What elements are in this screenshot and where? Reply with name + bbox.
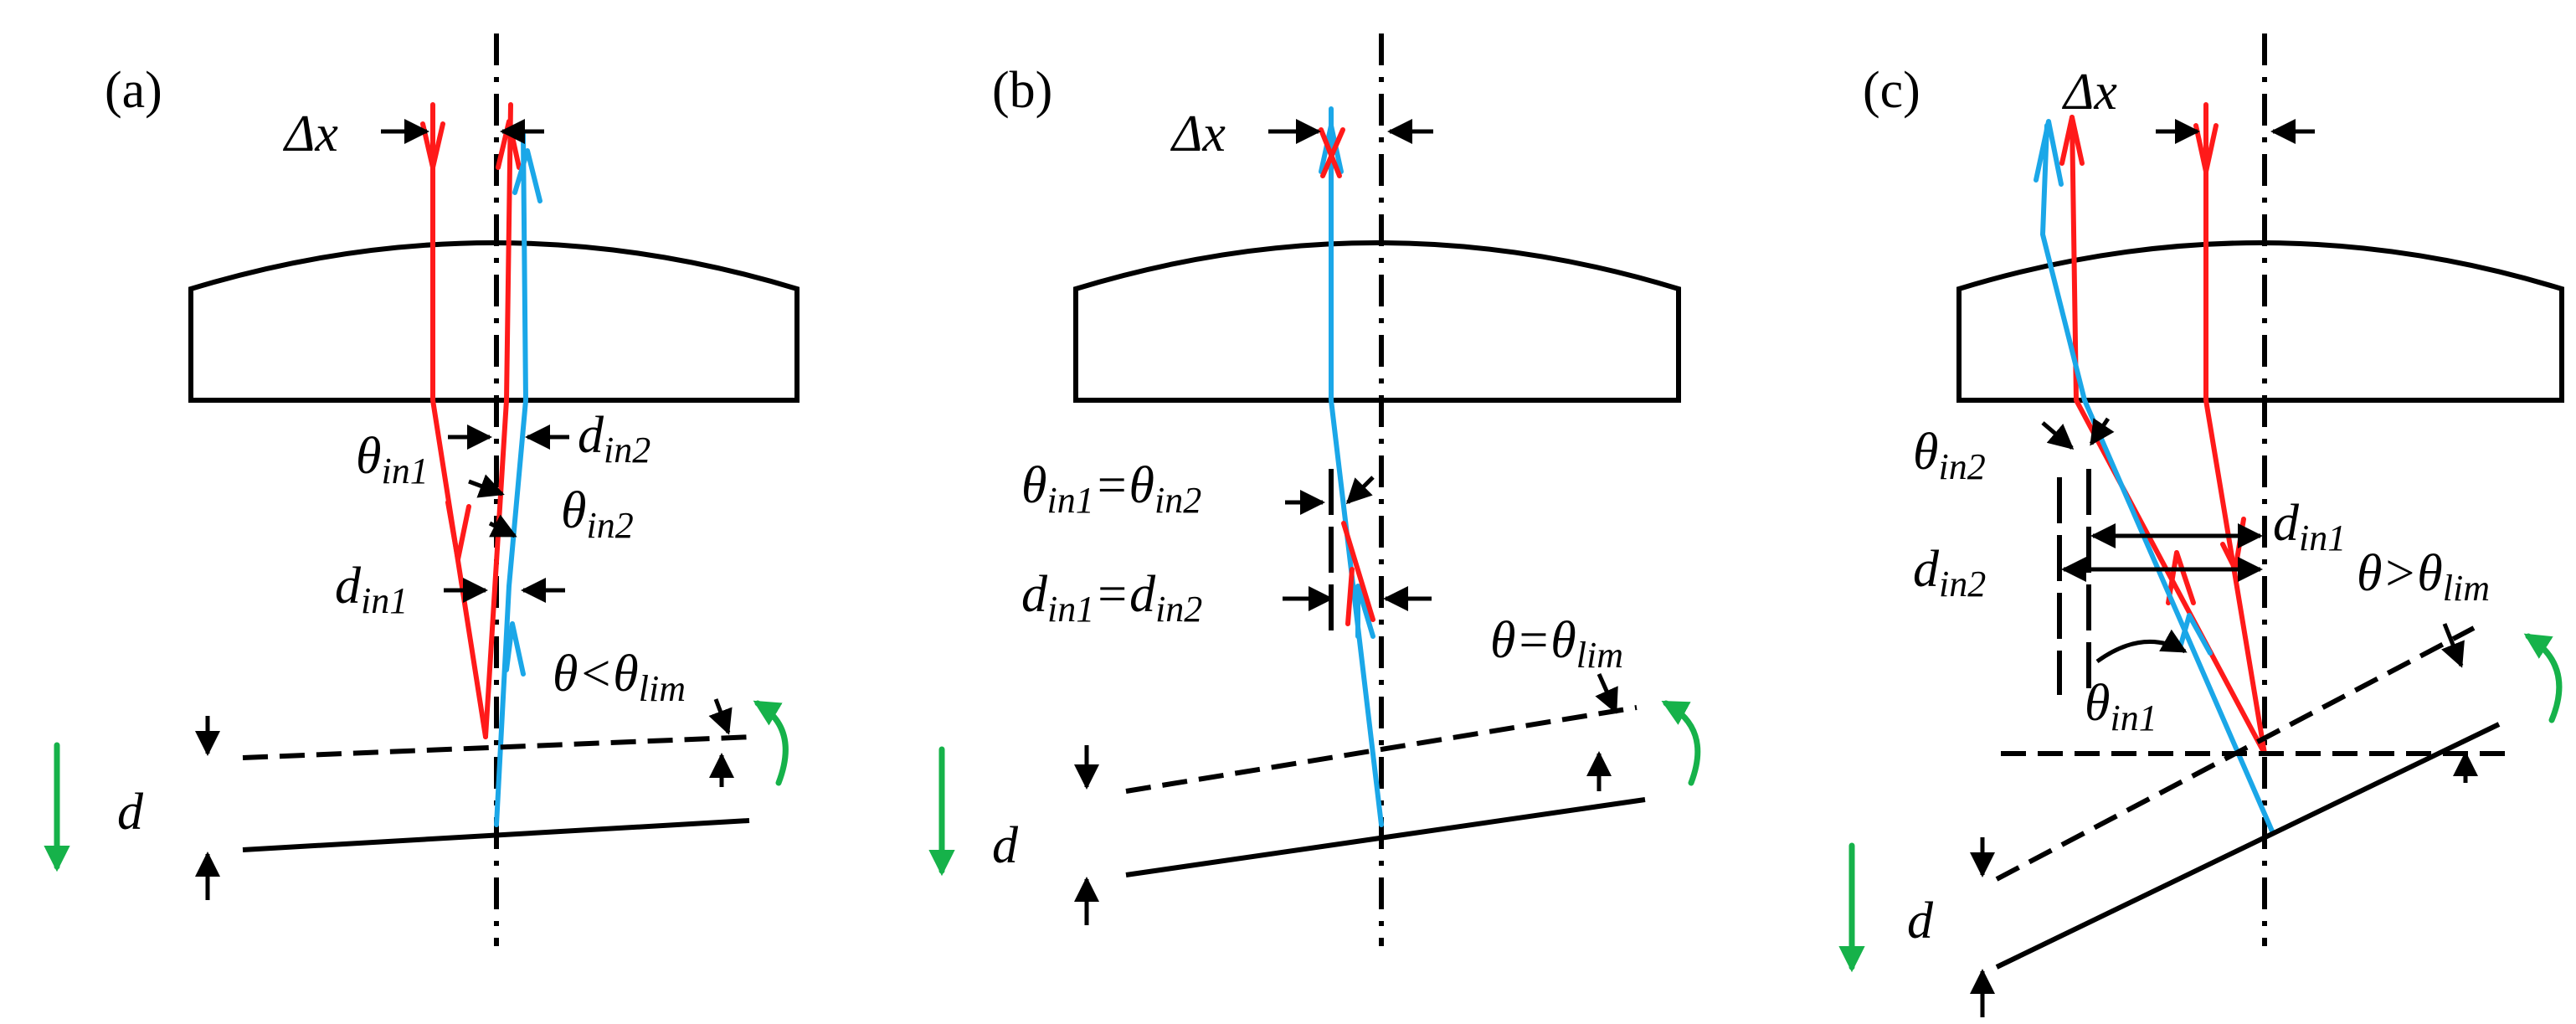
panel-label-a: (a) (105, 62, 162, 119)
red-ray-segment (1345, 567, 1355, 626)
d-label: d (992, 817, 1019, 874)
theta-in1-arc (2095, 629, 2188, 664)
blue-ray (1329, 106, 1384, 827)
displaced-mirror (1125, 797, 1646, 877)
delta-x-label: Δx (1170, 105, 1226, 162)
displaced-mirror (242, 818, 750, 852)
blue-ray-arrow (1355, 584, 1375, 639)
theta-condition-label: θ>θlim (2357, 545, 2490, 609)
theta-condition-label: θ=θlim (1490, 612, 1623, 676)
initial-mirror (1125, 705, 1638, 794)
theta-arrow-top (1595, 672, 1618, 714)
red-ray-arrow (2166, 550, 2196, 605)
theta-in2-arrow (2089, 417, 2115, 446)
theta-arrow-top (2441, 623, 2465, 668)
red-reflected-ray (483, 102, 513, 739)
theta-in1-pointer (468, 474, 505, 498)
theta-in1-label: θin1 (356, 428, 429, 491)
panel-label-b: (b) (992, 62, 1052, 119)
d-in2-label: din2 (1913, 541, 1986, 605)
d-in1-label: din1 (335, 558, 408, 621)
theta-in2-label: θin2 (1913, 424, 1986, 487)
displaced-mirror (1995, 722, 2501, 970)
red-ray-arrow (2059, 115, 2085, 166)
rotation-arrow (1661, 700, 1701, 786)
theta-in2-arrow (2041, 421, 2075, 450)
panel-c: (c) d Δx (1838, 33, 2564, 1017)
panel-b: (b) d Δx θin1=θin2 din1=din2 θ=θl (928, 33, 1701, 946)
red-ray-arrow (445, 500, 471, 562)
lens (1073, 240, 1681, 403)
blue-ray (494, 131, 528, 827)
delta-x-label: Δx (282, 105, 338, 162)
theta-in2-pointer (488, 514, 517, 538)
theta-eq-arrow-right (1345, 476, 1375, 505)
theta-in1-label: θin1 (2085, 675, 2157, 738)
delta-x-label: Δx (2061, 64, 2117, 121)
lens (1956, 240, 2564, 403)
theta-equality-label: θin1=θin2 (1021, 457, 1201, 521)
theta-in2-label: θin2 (561, 482, 634, 546)
initial-mirror (242, 734, 754, 760)
theta-condition-label: θ<θlim (553, 646, 686, 709)
red-ray-segment (1320, 127, 1345, 178)
blue-ray-arrow (2034, 119, 2064, 187)
red-ray-segment (1341, 521, 1375, 622)
blue-ray (2040, 123, 2275, 836)
theta-arrow-top (708, 698, 733, 735)
d-in1-label: din1 (2273, 495, 2346, 558)
d-in2-label: din2 (578, 407, 650, 471)
rotation-arrow (2523, 633, 2563, 723)
d-label: d (1907, 893, 1934, 949)
rotation-arrow (753, 700, 789, 786)
blue-ray-arrow (512, 148, 542, 203)
d-equality-label: din1=din2 (1021, 566, 1202, 630)
red-incident-ray (430, 102, 488, 739)
blue-ray-arrow (504, 621, 526, 677)
panel-label-c: (c) (1863, 62, 1920, 119)
blue-ray-arrow (1319, 123, 1344, 174)
d-label: d (117, 784, 144, 841)
panel-a: (a) d Δx (44, 33, 800, 946)
initial-mirror (1995, 625, 2476, 882)
